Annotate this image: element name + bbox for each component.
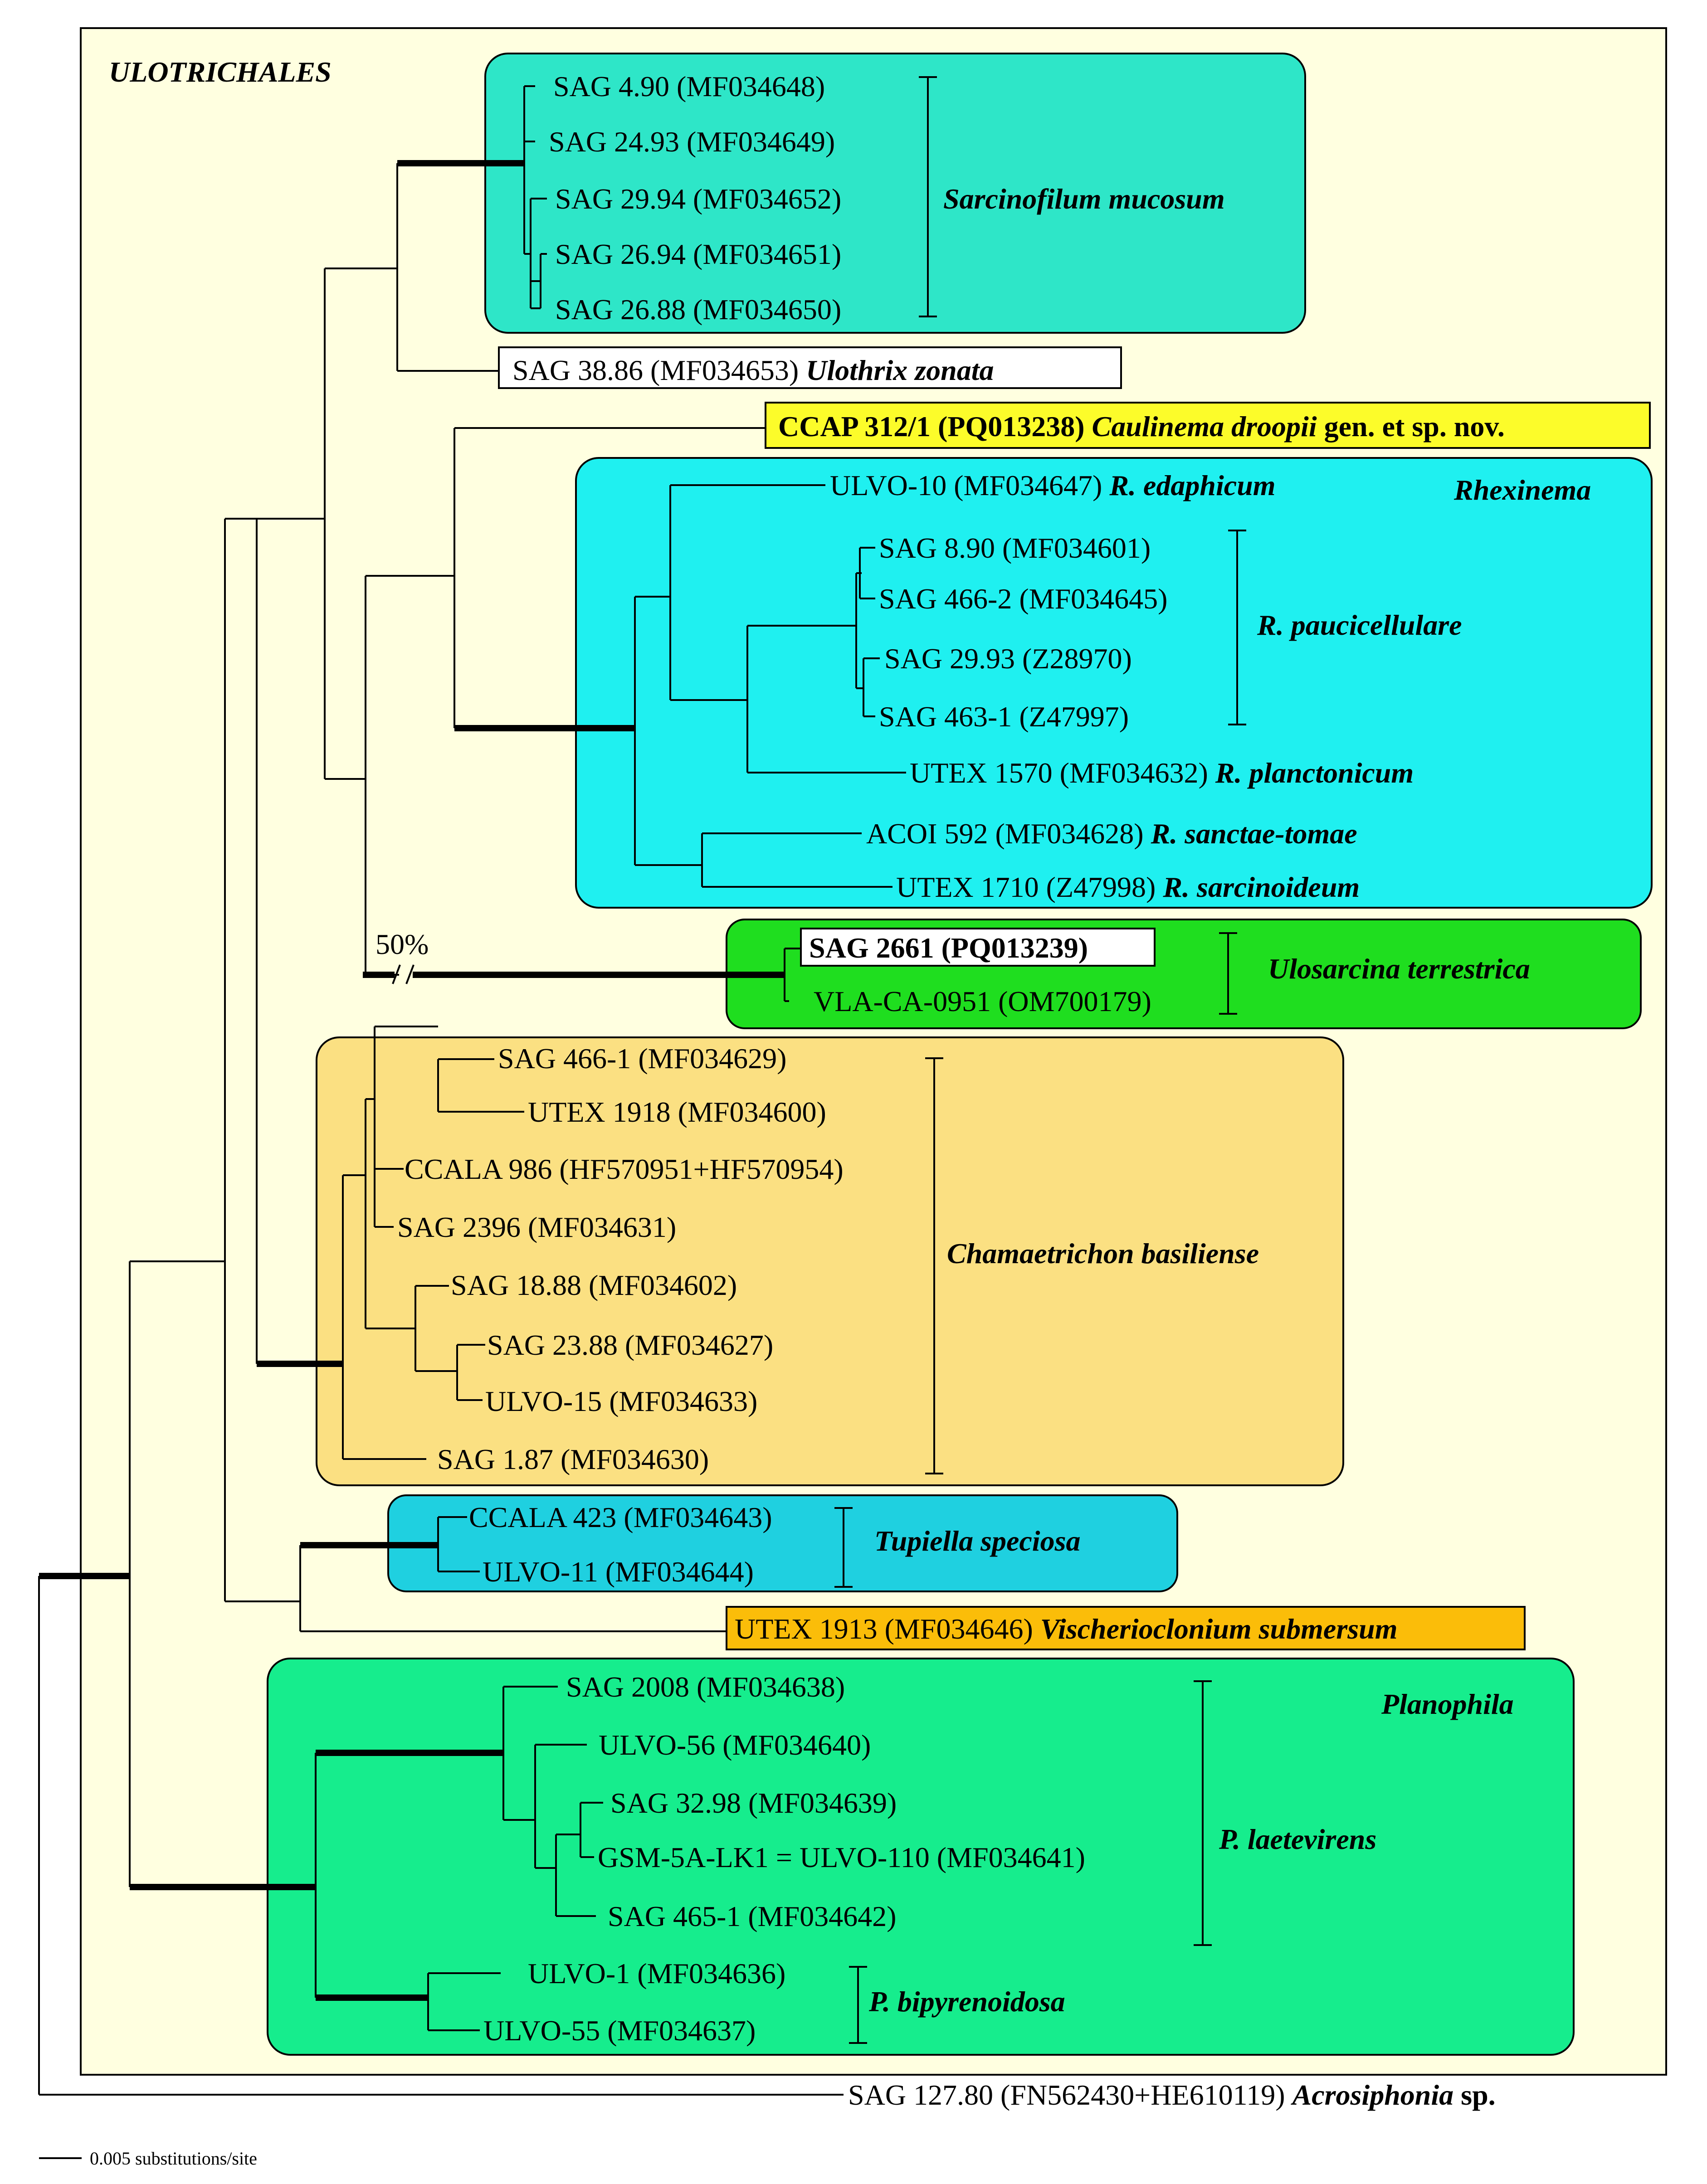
taxon-label: SAG 38.86 (MF034653) Ulothrix zonata: [512, 354, 994, 386]
taxon-strain: UTEX 1570 (MF034632): [910, 757, 1208, 789]
taxon-species: R. edaphicum: [1109, 469, 1275, 501]
planophila-box: [267, 1658, 1575, 2056]
clade-label-chamaetrichon: Chamaetrichon basiliense: [947, 1237, 1259, 1270]
taxon-label: SAG 29.94 (MF034652): [555, 183, 841, 215]
taxon-label: ULVO-15 (MF034633): [485, 1385, 757, 1417]
clade-label-ulosarcina: Ulosarcina terrestrica: [1268, 953, 1530, 985]
clade-label-tupiella: Tupiella speciosa: [874, 1525, 1080, 1557]
taxon-strain: ULVO-10 (MF034647): [830, 469, 1102, 501]
taxon-label: ACOI 592 (MF034628) R. sanctae-tomae: [866, 817, 1357, 850]
taxon-label: SAG 466-2 (MF034645): [879, 583, 1167, 615]
clade-label-planophila: Planophila: [1381, 1688, 1514, 1720]
taxon-label: SAG 32.98 (MF034639): [610, 1787, 897, 1819]
taxon-strain: ACOI 592 (MF034628): [866, 817, 1144, 850]
taxon-species: Acrosiphonia: [1291, 2079, 1454, 2111]
ulothrix-label-box: [498, 346, 1122, 389]
taxon-label: SAG 26.94 (MF034651): [555, 238, 841, 270]
taxon-label: UTEX 1918 (MF034600): [528, 1096, 826, 1128]
taxon-species: Ulothrix zonata: [806, 354, 994, 386]
taxon-note: gen. et sp. nov.: [1324, 410, 1505, 443]
taxon-label: ULVO-55 (MF034637): [483, 2014, 756, 2047]
taxon-label: SAG 4.90 (MF034648): [553, 70, 825, 102]
taxon-label: CCALA 986 (HF570951+HF570954): [405, 1153, 844, 1185]
taxon-label: SAG 465-1 (MF034642): [608, 1900, 896, 1932]
taxon-species: R. planctonicum: [1215, 757, 1414, 789]
taxon-label: SAG 26.88 (MF034650): [555, 293, 841, 326]
taxon-strain: CCAP 312/1 (PQ013238): [778, 410, 1085, 443]
taxon-strain: UTEX 1710 (Z47998): [896, 871, 1156, 903]
taxon-label: ULVO-1 (MF034636): [528, 1957, 785, 1989]
taxon-species: Vischerioclonium submersum: [1040, 1613, 1398, 1645]
rhexinema-box: [575, 457, 1653, 909]
taxon-label: SAG 18.88 (MF034602): [451, 1269, 737, 1301]
taxon-label: GSM-5A-LK1 = ULVO-110 (MF034641): [598, 1841, 1085, 1873]
vischerioclonium-label-box: [726, 1606, 1526, 1650]
caulinema-label-box: [765, 402, 1651, 449]
bracket-p-bipyrenoidosa: [849, 1966, 867, 2044]
taxon-strain: SAG 38.86 (MF034653): [512, 354, 799, 386]
sag2661-label-box: [800, 928, 1156, 967]
taxon-label: SAG 1.87 (MF034630): [437, 1443, 709, 1475]
taxon-strain: SAG 127.80 (FN562430+HE610119): [848, 2079, 1285, 2111]
bracket-ulosarcina: [1219, 932, 1237, 1015]
taxon-species: R. sarcinoideum: [1162, 871, 1360, 903]
scale-label: 0.005 substitutions/site: [90, 2148, 257, 2169]
bracket-p-laetevirens: [1194, 1680, 1212, 1946]
taxon-label: SAG 466-1 (MF034629): [498, 1042, 786, 1075]
clade-label-p-bipyrenoidosa: P. bipyrenoidosa: [868, 1985, 1065, 2018]
taxon-label: SAG 2396 (MF034631): [397, 1211, 676, 1243]
taxon-label: ULVO-56 (MF034640): [599, 1729, 871, 1761]
taxon-label: SAG 24.93 (MF034649): [549, 126, 835, 158]
taxon-label: UTEX 1710 (Z47998) R. sarcinoideum: [896, 871, 1360, 903]
taxon-label: SAG 23.88 (MF034627): [487, 1329, 773, 1361]
taxon-label: VLA-CA-0951 (OM700179): [814, 985, 1151, 1017]
taxon-label: SAG 2008 (MF034638): [566, 1671, 845, 1703]
chamaetrichon-box: [316, 1036, 1344, 1486]
taxon-label: SAG 29.93 (Z28970): [884, 642, 1132, 675]
taxon-species: R. sanctae-tomae: [1151, 817, 1357, 850]
taxon-label-outgroup: SAG 127.80 (FN562430+HE610119) Acrosipho…: [848, 2079, 1496, 2111]
taxon-label: SAG 463-1 (Z47997): [879, 700, 1129, 733]
taxon-label-caulinema: CCAP 312/1 (PQ013238) Caulinema droopii …: [778, 410, 1505, 443]
order-title: ULOTRICHALES: [109, 56, 332, 88]
clade-label-sarcinofilum: Sarcinofilum mucosum: [943, 183, 1225, 215]
taxon-label: ULVO-10 (MF034647) R. edaphicum: [830, 469, 1276, 501]
clade-label-rhexinema: Rhexinema: [1453, 474, 1591, 506]
taxon-label: ULVO-11 (MF034644): [483, 1556, 754, 1588]
taxon-strain: UTEX 1913 (MF034646): [735, 1613, 1033, 1645]
clade-label-p-laetevirens: P. laetevirens: [1219, 1823, 1376, 1855]
taxon-label: SAG 8.90 (MF034601): [879, 532, 1151, 564]
clade-label-r-paucicellulare: R. paucicellulare: [1257, 609, 1462, 641]
taxon-label: SAG 2661 (PQ013239): [809, 932, 1088, 964]
taxon-label: UTEX 1913 (MF034646) Vischerioclonium su…: [735, 1613, 1398, 1645]
taxon-species: Caulinema droopii: [1092, 410, 1317, 443]
bracket-chamaetrichon: [925, 1057, 943, 1474]
sarcinofilum-box: [484, 53, 1306, 334]
taxon-label: CCALA 423 (MF034643): [469, 1501, 772, 1533]
bracket-tupiella: [834, 1507, 853, 1588]
taxon-label: UTEX 1570 (MF034632) R. planctonicum: [910, 757, 1414, 789]
bracket-sarcinofilum: [919, 76, 937, 317]
taxon-suffix: sp.: [1461, 2079, 1496, 2111]
bracket-r-paucicellulare: [1228, 530, 1246, 725]
break-label: 50%: [376, 928, 429, 960]
